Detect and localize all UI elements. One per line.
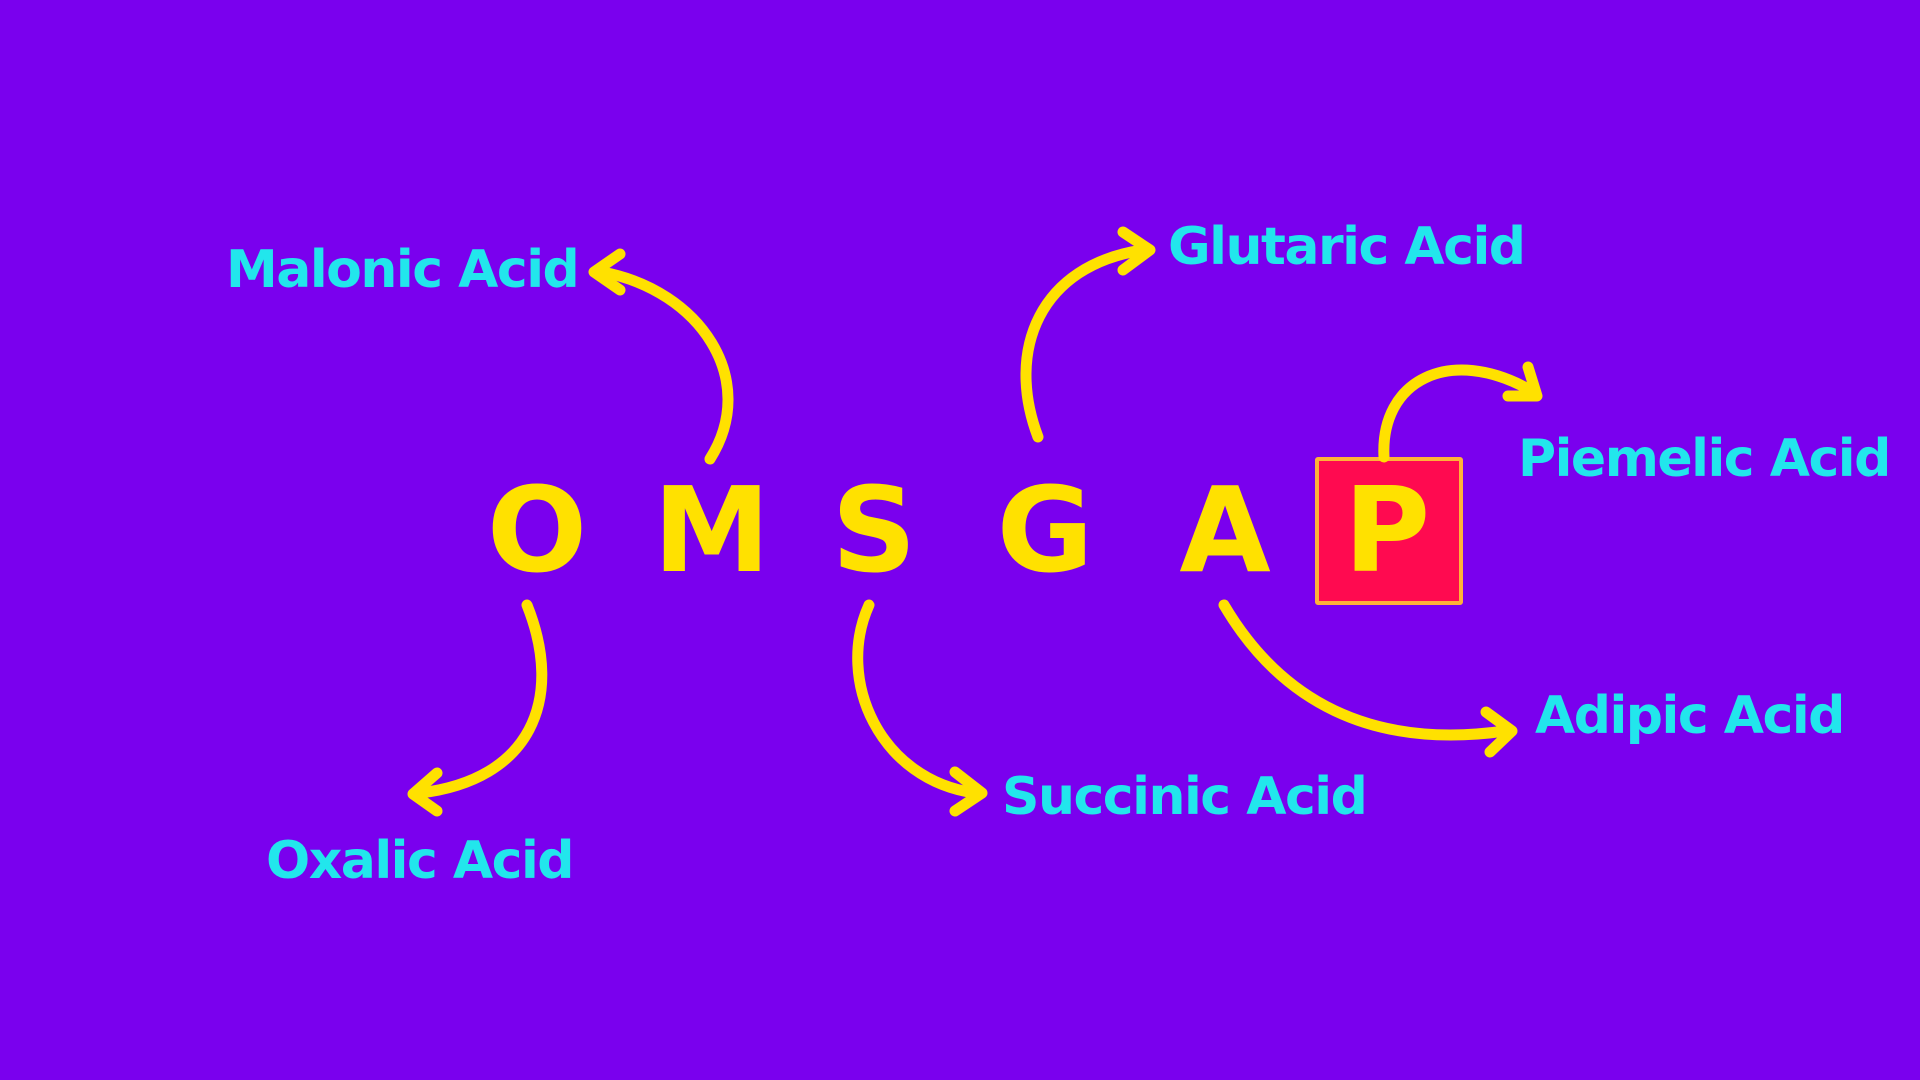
letter-g: G (996, 461, 1094, 599)
arrow-a-to-adipic (1218, 599, 1518, 758)
label-adipic-acid: Adipic Acid (1535, 686, 1845, 746)
letter-o: O (486, 461, 588, 599)
label-glutaric-acid: Glutaric Acid (1168, 217, 1526, 277)
label-oxalic-acid: Oxalic Acid (266, 831, 575, 891)
letter-s: S (831, 461, 917, 599)
arrow-m-to-malonic (588, 248, 734, 465)
label-malonic-acid: Malonic Acid (226, 240, 580, 300)
label-succinic-acid: Succinic Acid (1002, 767, 1368, 827)
letter-m: M (653, 461, 771, 599)
arrow-p-to-piemelic (1378, 361, 1543, 463)
arrow-o-to-oxalic (407, 599, 548, 817)
arrow-g-to-glutaric (1020, 226, 1156, 443)
arrow-s-to-succinic (852, 599, 988, 817)
letter-p: P (1343, 461, 1431, 599)
label-piemelic-acid: Piemelic Acid (1518, 429, 1891, 489)
letter-a: A (1179, 461, 1271, 599)
